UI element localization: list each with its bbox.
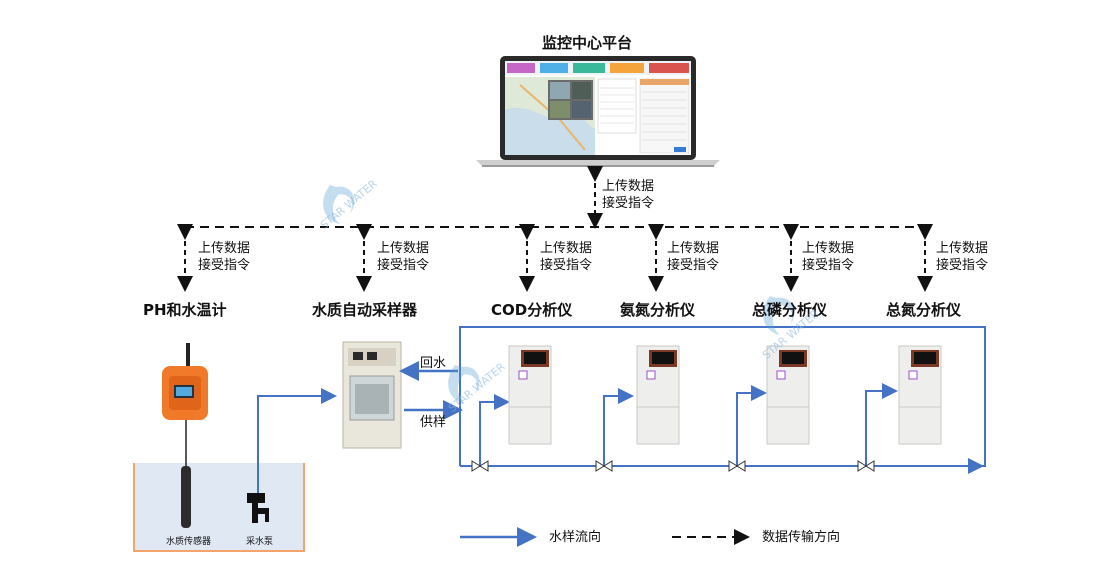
platform-title: 监控中心平台 bbox=[542, 34, 633, 52]
device-title-cod: COD分析仪 bbox=[491, 301, 573, 319]
device-title-nitrogen: 总氮分析仪 bbox=[886, 301, 962, 319]
receive-label: 接受指令 bbox=[667, 258, 720, 273]
legend-data-direction-label: 数据传输方向 bbox=[762, 530, 841, 545]
receive-label: 接受指令 bbox=[377, 258, 430, 273]
upload-label: 上传数据 bbox=[602, 179, 655, 194]
analyzer-cabinet-icon bbox=[508, 345, 552, 445]
device-title-sampler: 水质自动采样器 bbox=[312, 301, 418, 319]
sampler-cabinet-icon bbox=[342, 341, 402, 449]
upload-label: 上传数据 bbox=[540, 241, 593, 256]
receive-label: 接受指令 bbox=[802, 258, 855, 273]
analyzer-cabinet-icon bbox=[636, 345, 680, 445]
device-title-phosphorus: 总磷分析仪 bbox=[752, 301, 828, 319]
upload-label: 上传数据 bbox=[667, 241, 720, 256]
watermark-logo bbox=[323, 185, 355, 224]
valve-icon bbox=[471, 460, 489, 472]
watermark-logo bbox=[763, 296, 795, 335]
water-tank bbox=[134, 463, 304, 551]
upload-label: 上传数据 bbox=[377, 241, 430, 256]
receive-label: 接受指令 bbox=[198, 258, 251, 273]
return-label: 回水 bbox=[420, 356, 447, 371]
sample-pipe bbox=[257, 388, 337, 493]
branch-pipe bbox=[603, 388, 634, 466]
receive-label: 接受指令 bbox=[602, 196, 655, 211]
sensor-label: 水质传感器 bbox=[166, 537, 212, 547]
receive-label: 接受指令 bbox=[936, 258, 989, 273]
analyzer-cabinet-icon bbox=[766, 345, 810, 445]
pump-icon bbox=[247, 493, 269, 523]
receive-label: 接受指令 bbox=[540, 258, 593, 273]
analyzer-loop-pipe bbox=[459, 326, 986, 467]
supply-label: 供样 bbox=[420, 415, 447, 430]
branch-pipe bbox=[865, 383, 898, 466]
valve-icon bbox=[857, 460, 875, 472]
device-title-ammonia: 氨氮分析仪 bbox=[620, 301, 696, 319]
valve-icon bbox=[595, 460, 613, 472]
branch-pipe bbox=[736, 385, 767, 466]
device-title-ph: PH和水温计 bbox=[143, 301, 227, 319]
watermark-logo bbox=[448, 365, 480, 404]
legend-water-flow-label: 水样流向 bbox=[549, 530, 602, 545]
upload-label: 上传数据 bbox=[198, 241, 251, 256]
analyzer-cabinet-icon bbox=[898, 345, 942, 445]
valve-icon bbox=[728, 460, 746, 472]
upload-label: 上传数据 bbox=[936, 241, 989, 256]
laptop-icon bbox=[476, 56, 720, 167]
ph-logger-icon bbox=[162, 343, 208, 528]
pump-label: 采水泵 bbox=[246, 537, 274, 547]
upload-label: 上传数据 bbox=[802, 241, 855, 256]
branch-pipe bbox=[479, 394, 510, 466]
